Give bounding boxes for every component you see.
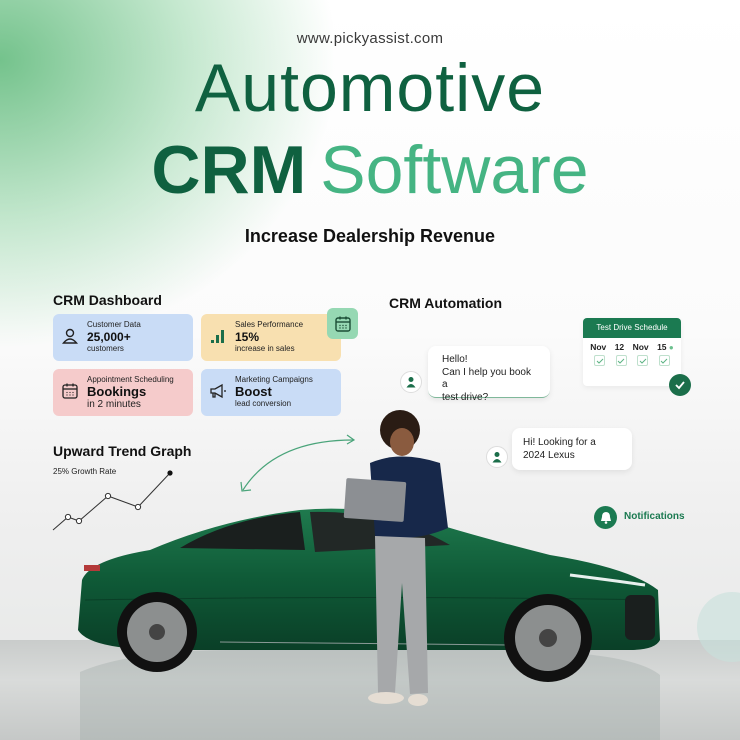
schedule-date: Nov [590, 342, 607, 352]
card-sub: lead conversion [235, 399, 292, 408]
car-image [78, 508, 660, 740]
card-value: 25,000+ [87, 330, 131, 344]
schedule-checkbox[interactable] [615, 355, 627, 366]
check-icon [617, 358, 625, 364]
message-line: test drive? [442, 391, 489, 403]
bot-avatar [400, 371, 422, 393]
trend-heading: Upward Trend Graph [53, 443, 192, 459]
card-marketing-campaigns: Marketing Campaigns Boost lead conversio… [201, 369, 341, 416]
message-line: Hi! Looking for a [523, 437, 596, 448]
tagline: Increase Dealership Revenue [244, 226, 496, 246]
schedule-checkbox[interactable] [658, 355, 670, 366]
schedule-date: Nov [632, 342, 649, 352]
title-software: Software [320, 132, 589, 208]
bell-icon [600, 512, 611, 524]
card-label: Sales Performance [235, 320, 304, 329]
curved-double-arrow [240, 434, 356, 492]
card-sub: increase in sales [235, 344, 295, 353]
user-message-bubble: Hi! Looking for a 2024 Lexus [512, 428, 632, 470]
card-sub: in 2 minutes [87, 399, 141, 410]
schedule-checkboxes [583, 352, 681, 366]
check-circle-icon: ● [668, 343, 674, 352]
bar-chart-icon [211, 330, 224, 343]
calendar-icon [62, 383, 78, 399]
schedule-checkbox[interactable] [594, 355, 606, 366]
title-automotive: Automotive [194, 50, 546, 126]
automation-heading: CRM Automation [389, 295, 503, 311]
schedule-title: Test Drive Schedule [583, 318, 681, 338]
person-icon [406, 377, 416, 388]
message-line: Hello! [442, 354, 468, 365]
notifications-button[interactable] [594, 506, 617, 529]
user-avatar [486, 446, 508, 468]
showroom-floor [0, 640, 740, 740]
message-line: 2024 Lexus [523, 449, 575, 461]
schedule-date: 15 ● [657, 342, 674, 352]
card-value: 15% [235, 330, 260, 344]
title-crm: CRM [151, 132, 307, 208]
schedule-date: 12 [614, 342, 625, 352]
trend-line-chart [52, 470, 173, 531]
schedule-checkbox[interactable] [637, 355, 649, 366]
growth-rate-label: 25% Growth Rate [53, 467, 117, 476]
card-value: Bookings [87, 384, 147, 399]
card-label: Appointment Scheduling [87, 375, 174, 384]
website-url[interactable]: www.pickyassist.com [296, 30, 444, 47]
notifications-label[interactable]: Notifications [624, 511, 685, 522]
test-drive-schedule: Test Drive Schedule Nov 12 Nov 15 ● [583, 318, 681, 386]
card-label: Marketing Campaigns [235, 375, 313, 384]
person-icon [492, 452, 502, 463]
card-label: Customer Data [87, 320, 141, 329]
card-customer-data: Customer Data 25,000+ customers [53, 314, 193, 361]
dashboard-heading: CRM Dashboard [53, 292, 162, 308]
person-with-laptop [343, 410, 448, 706]
confirm-check-button[interactable] [669, 374, 691, 396]
user-icon [62, 328, 78, 344]
calendar-badge [327, 308, 358, 339]
card-sub: customers [87, 344, 124, 353]
card-appointment-scheduling: Appointment Scheduling Bookings in 2 min… [53, 369, 193, 416]
check-icon [660, 358, 668, 364]
megaphone-icon [210, 383, 226, 399]
calendar-icon [334, 316, 351, 332]
bot-message-bubble: Hello! Can I help you book a test drive? [428, 346, 550, 403]
check-icon [639, 358, 647, 364]
card-value: Boost [235, 384, 272, 399]
card-sales-performance: Sales Performance 15% increase in sales [201, 314, 341, 361]
message-line: Can I help you book a [442, 366, 531, 391]
check-icon [596, 358, 604, 364]
check-icon [675, 381, 685, 390]
schedule-dates: Nov 12 Nov 15 ● [583, 338, 681, 352]
